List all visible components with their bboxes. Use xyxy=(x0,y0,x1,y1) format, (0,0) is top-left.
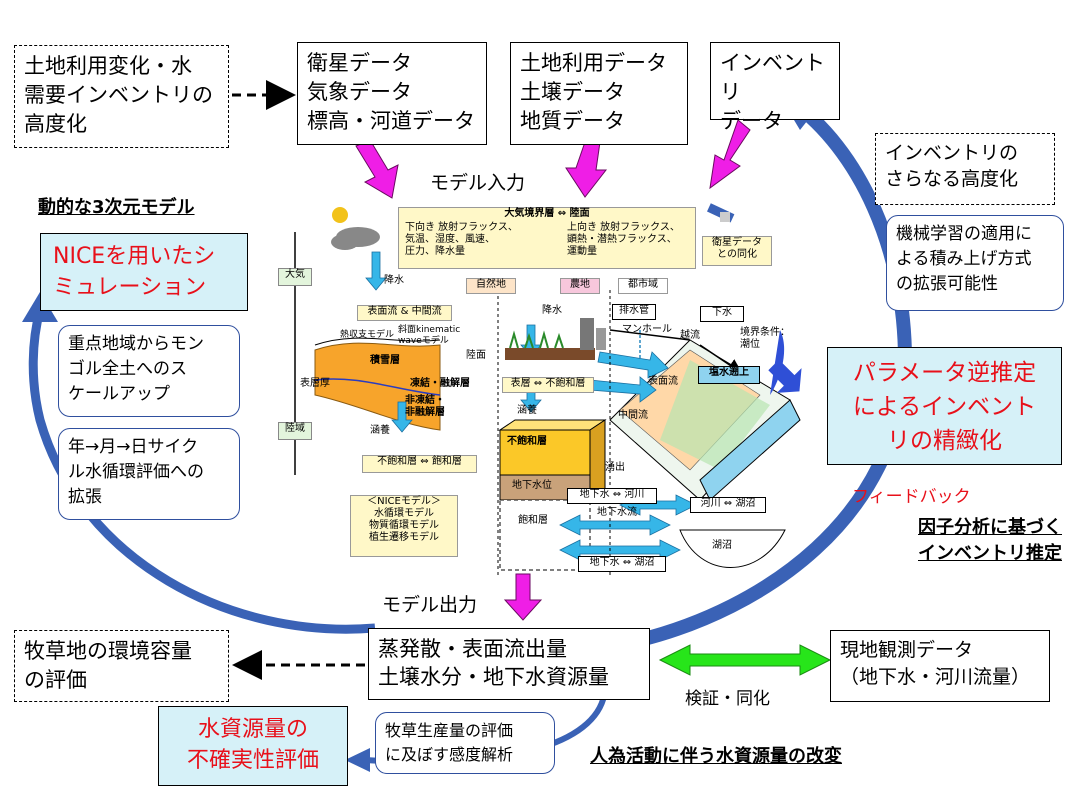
field-observation-box: 現地観測データ （地下水・河川流量） xyxy=(830,630,1050,702)
mid-flow-label: 中間流 xyxy=(618,410,648,421)
river-lake-label: 河川 ⇔ 湖沼 xyxy=(690,497,766,513)
gw-level-label: 地下水位 xyxy=(512,480,552,491)
sensitivity-box: 牧草生産量の評価 に及ぼす感度解析 xyxy=(375,712,555,774)
natural-land-label: 自然地 xyxy=(466,278,516,294)
parameter-inverse-box: パラメータ逆推定 によるインベント リの精緻化 xyxy=(827,347,1062,465)
manhole-label: マンホール xyxy=(622,324,672,335)
surface-flow-label: 表面流 xyxy=(648,376,678,387)
boundary-label: 境界条件： 潮位 xyxy=(740,327,790,350)
inventory-data-box: インベントリ データ xyxy=(710,42,840,133)
satellite-data-box: 衛星データ 気象データ 標高・河道データ xyxy=(297,42,487,145)
slope-model-label: 斜面kinematic waveモデル xyxy=(398,325,461,346)
model-input-label: モデル入力 xyxy=(430,172,526,194)
magenta-arrows xyxy=(355,119,751,621)
precip2-label: 降水 xyxy=(542,305,562,316)
outflow-label: 湧出 xyxy=(605,462,625,473)
nice-model-label: ＜NICEモデル＞ 水循環モデル 物質循環モデル 植生遷移モデル xyxy=(350,495,458,557)
up-flux-label: 上向き 放射フラックス、 顕熱・潜熱フラックス、 運動量 xyxy=(567,222,680,257)
land-use-data-box: 土地利用データ 土壌データ 地質データ xyxy=(510,42,688,145)
infiltration2-label: 涵養 xyxy=(517,405,537,416)
land-use-change-box: 土地利用変化・水 需要インベントリの 高度化 xyxy=(14,45,229,148)
bottom-arrowhead xyxy=(345,748,370,772)
drain-pipe-label: 排水管 xyxy=(612,304,656,320)
green-double-arrow xyxy=(658,644,832,676)
unsat-layer-label: 不飽和層 xyxy=(507,436,547,447)
cycle-eval-box: 年→月→日サイク ル水循環評価への 拡張 xyxy=(58,428,240,520)
precip-label: 降水 xyxy=(384,275,404,286)
inventory-advance-box: インベントリの さらなる高度化 xyxy=(875,133,1055,205)
land-label: 陸域 xyxy=(278,422,312,440)
uncertainty-box: 水資源量の 不確実性評価 xyxy=(158,706,348,786)
feedback-label: フィードバック xyxy=(852,487,971,507)
dynamic-3d-label: 動的な3次元モデル xyxy=(38,197,195,218)
gw-river-label: 地下水 ⇔ 河川 xyxy=(567,488,657,504)
farmland-label: 農地 xyxy=(560,278,600,294)
urban-area-label: 都市域 xyxy=(618,278,668,294)
atm-boundary-panel: 大気境界層 ⇔ 陸面 下向き 放射フラックス、 気温、湿度、風速、 圧力、降水量… xyxy=(398,207,696,269)
surface-mid-flow-label: 表面流 & 中間流 xyxy=(357,305,452,321)
model-output-box: 蒸発散・表面流出量 土壌水分・地下水資源量 xyxy=(368,628,650,700)
sat-layer-label: 飽和層 xyxy=(518,515,548,526)
unsat-sat-label: 不飽和層 ⇔ 飽和層 xyxy=(362,455,477,473)
landsurface-label: 陸面 xyxy=(466,350,486,361)
nice-simulation-box: NICEを用いたシ ミュレーション xyxy=(40,233,248,311)
snow-layer-label: 積雪層 xyxy=(370,355,400,366)
gw-flow-label: 地下水流 xyxy=(597,507,637,518)
verify-label: 検証・同化 xyxy=(685,689,770,709)
salt-intrusion-label: 塩水遡上 xyxy=(698,366,760,384)
heat-model-label: 熱収支モデル xyxy=(340,330,395,340)
surface-unsat-label: 表層 ⇔ 不飽和層 xyxy=(502,377,594,393)
pasture-environment-box: 牧草地の環境容量 の評価 xyxy=(14,630,229,702)
satellite-sync-label: 衛星データ との同化 xyxy=(702,236,772,266)
infiltration-label: 涵養 xyxy=(370,425,390,436)
overflow-label: 越流 xyxy=(680,330,700,341)
atmosphere-label: 大気 xyxy=(278,268,312,286)
atm-boundary-title: 大気境界層 ⇔ 陸面 xyxy=(504,208,590,219)
down-flux-label: 下向き 放射フラックス、 気温、湿度、風速、 圧力、降水量 xyxy=(405,222,518,257)
lake-label: 湖沼 xyxy=(712,540,732,551)
ml-scale-box: 機械学習の適用に よる積み上げ方式 の拡張可能性 xyxy=(886,215,1064,311)
sewer-label: 下水 xyxy=(700,306,744,322)
nonfreeze-layer-label: 非凍結・ 非融解層 xyxy=(405,395,445,418)
human-activity-label: 人為活動に伴う水資源量の改変 xyxy=(590,746,842,767)
freeze-layer-label: 凍結・融解層 xyxy=(410,378,470,389)
surface-thickness-label: 表層厚 xyxy=(300,378,330,389)
mongolia-scale-box: 重点地域からモン ゴル全土へのス ケールアップ xyxy=(58,325,240,417)
gw-lake-label: 地下水 ⇔ 湖沼 xyxy=(578,556,666,572)
factor-analysis-label: 因子分析に基づく インベントリ推定 xyxy=(918,517,1062,564)
model-output-label: モデル出力 xyxy=(382,594,478,616)
